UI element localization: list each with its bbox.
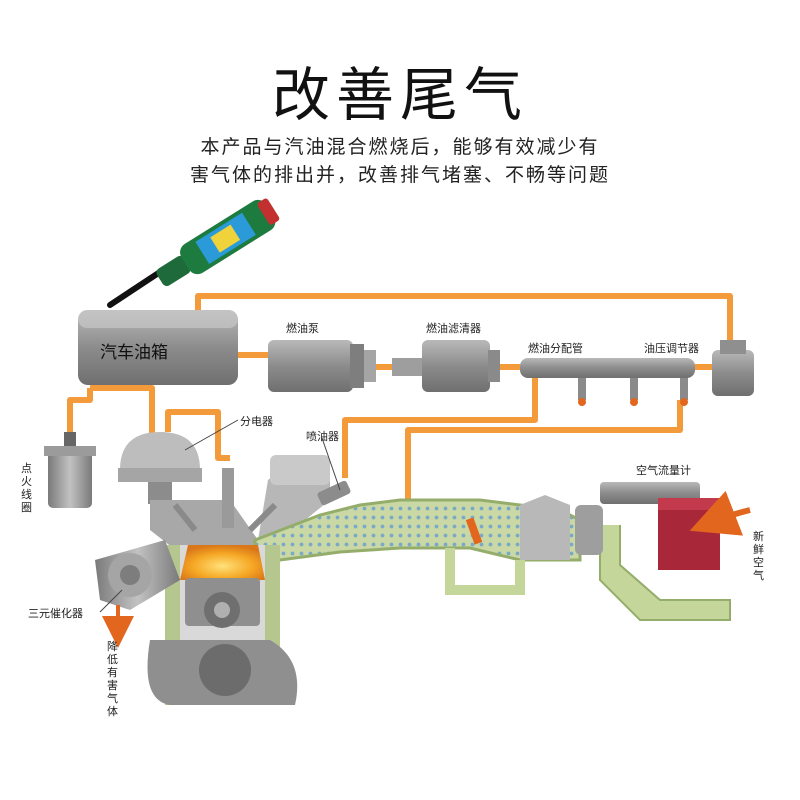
leader-lines [99, 419, 341, 613]
label-fuel-pump: 燃油泵 [286, 322, 319, 335]
fuel-rail [520, 358, 695, 406]
line-connector [392, 358, 422, 376]
engine-block [147, 545, 298, 705]
label-catalytic-converter: 三元催化器 [28, 607, 83, 620]
label-pressure-regulator: 油压调节器 [644, 342, 699, 355]
label-distributor: 分电器 [240, 415, 273, 428]
subtitle-line-1: 本产品与汽油混合燃烧后，能够有效减少有 [200, 136, 600, 158]
label-ignition-coil: 点火线圈 [21, 462, 32, 514]
spark-plug [222, 468, 234, 528]
fuel-lines [67, 293, 733, 505]
distributor [118, 432, 202, 504]
fuel-filter [422, 340, 500, 392]
label-airflow-meter: 空气流量计 [636, 464, 691, 477]
fuel-tank [78, 310, 238, 385]
ignition-coil [44, 432, 96, 508]
label-fuel-filter: 燃油滤清器 [426, 322, 481, 335]
fuel-pump [268, 340, 376, 392]
label-fuel-rail: 燃油分配管 [528, 342, 583, 355]
label-fresh-air: 新鲜空气 [753, 530, 764, 582]
intake-manifold [253, 495, 582, 595]
pressure-regulator [712, 340, 754, 396]
engine-valves [172, 502, 278, 533]
page-title: 改善尾气 [271, 61, 528, 129]
subtitle-line-2: 害气体的排出并，改善排气堵塞、不畅等问题 [189, 164, 610, 186]
fuel-injector [317, 480, 351, 506]
combustion-flame [180, 545, 265, 580]
fresh-air-arrow [689, 490, 751, 536]
label-fuel-tank: 汽车油箱 [100, 343, 168, 363]
airflow-meter [658, 498, 720, 570]
label-reduce-gas: 降低有害气体 [107, 640, 118, 718]
additive-bottle [107, 198, 280, 308]
label-injector: 喷油器 [306, 430, 339, 443]
catalytic-converter [95, 540, 180, 610]
